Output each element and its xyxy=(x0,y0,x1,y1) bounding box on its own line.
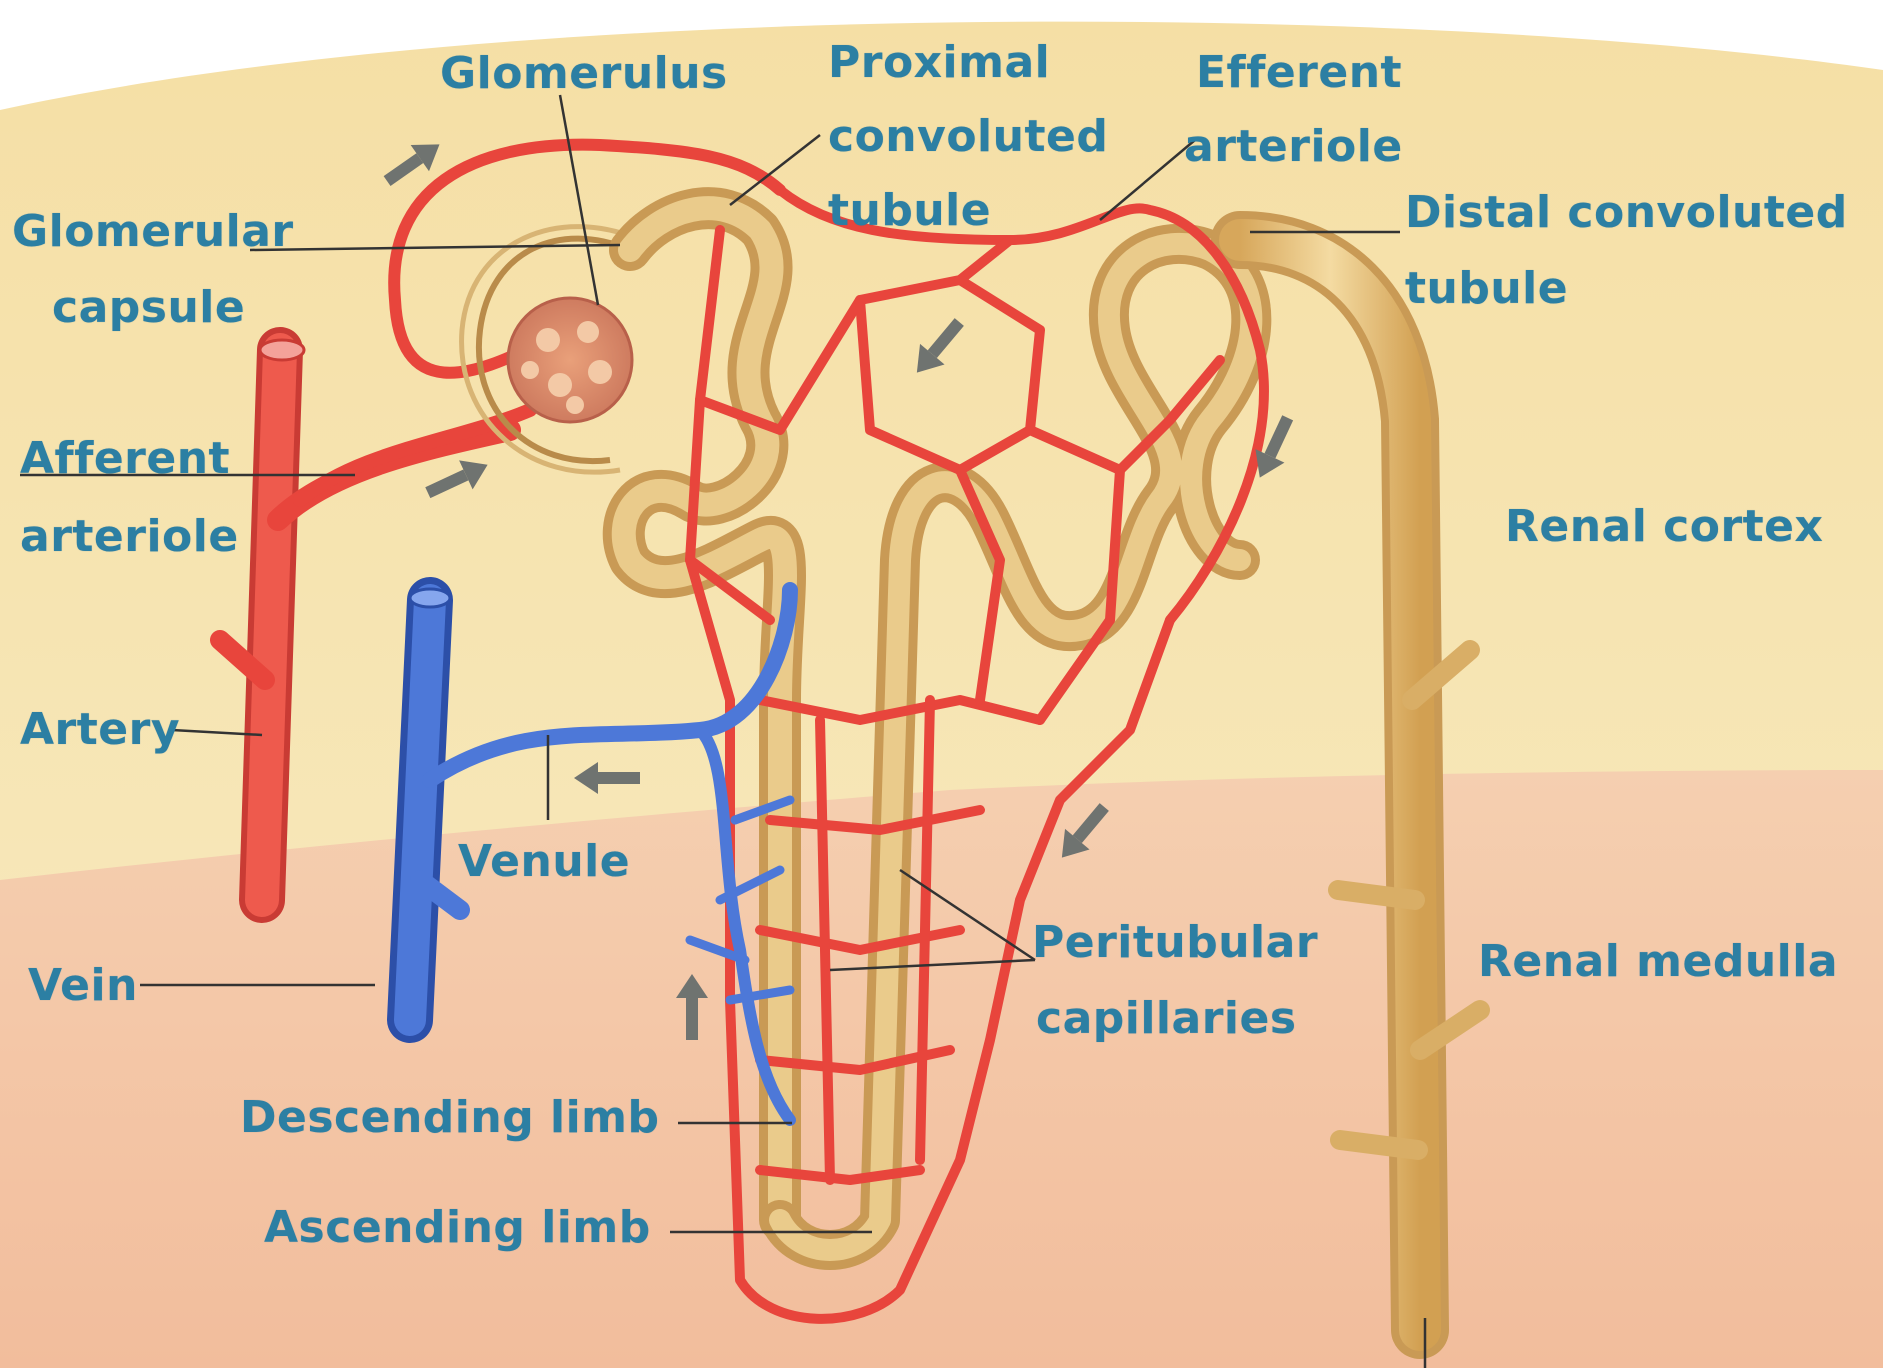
label-afferent-arteriole: Afferent arteriole xyxy=(20,420,239,576)
label-renal-cortex: Renal cortex xyxy=(1505,505,1823,549)
label-efferent-line-2: arteriole xyxy=(1184,110,1403,184)
label-distal-line-2: tubule xyxy=(1405,251,1848,327)
label-renal-medulla: Renal medulla xyxy=(1478,940,1838,984)
label-glomerular-capsule: Glomerular capsule xyxy=(12,194,294,346)
label-peritubular-capillaries: Peritubular capillaries xyxy=(1032,905,1318,1057)
label-descending-limb: Descending limb xyxy=(240,1096,660,1140)
label-distal-line-1: Distal convoluted xyxy=(1405,175,1848,251)
label-afferent-line-2: arteriole xyxy=(20,498,239,576)
label-glomerular-line-1: Glomerular xyxy=(12,194,294,270)
label-venule: Venule xyxy=(458,840,630,884)
label-efferent-line-1: Efferent xyxy=(1194,36,1403,110)
label-proximal-convoluted-tubule: Proximal convoluted tubule xyxy=(828,26,1108,248)
label-proximal-line-3: tubule xyxy=(828,174,1108,248)
label-artery: Artery xyxy=(20,708,180,752)
label-ascending-limb: Ascending limb xyxy=(264,1206,651,1250)
label-efferent-arteriole: Efferent arteriole xyxy=(1194,36,1403,184)
label-vein: Vein xyxy=(28,964,138,1008)
label-peritubular-line-2: capillaries xyxy=(1032,981,1318,1057)
label-glomerulus: Glomerulus xyxy=(440,52,728,96)
label-distal-convoluted-tubule: Distal convoluted tubule xyxy=(1405,175,1848,327)
label-afferent-line-1: Afferent xyxy=(20,420,239,498)
label-proximal-line-1: Proximal xyxy=(828,26,1108,100)
label-glomerular-line-2: capsule xyxy=(12,270,294,346)
label-peritubular-line-1: Peritubular xyxy=(1032,905,1318,981)
label-proximal-line-2: convoluted xyxy=(828,100,1108,174)
